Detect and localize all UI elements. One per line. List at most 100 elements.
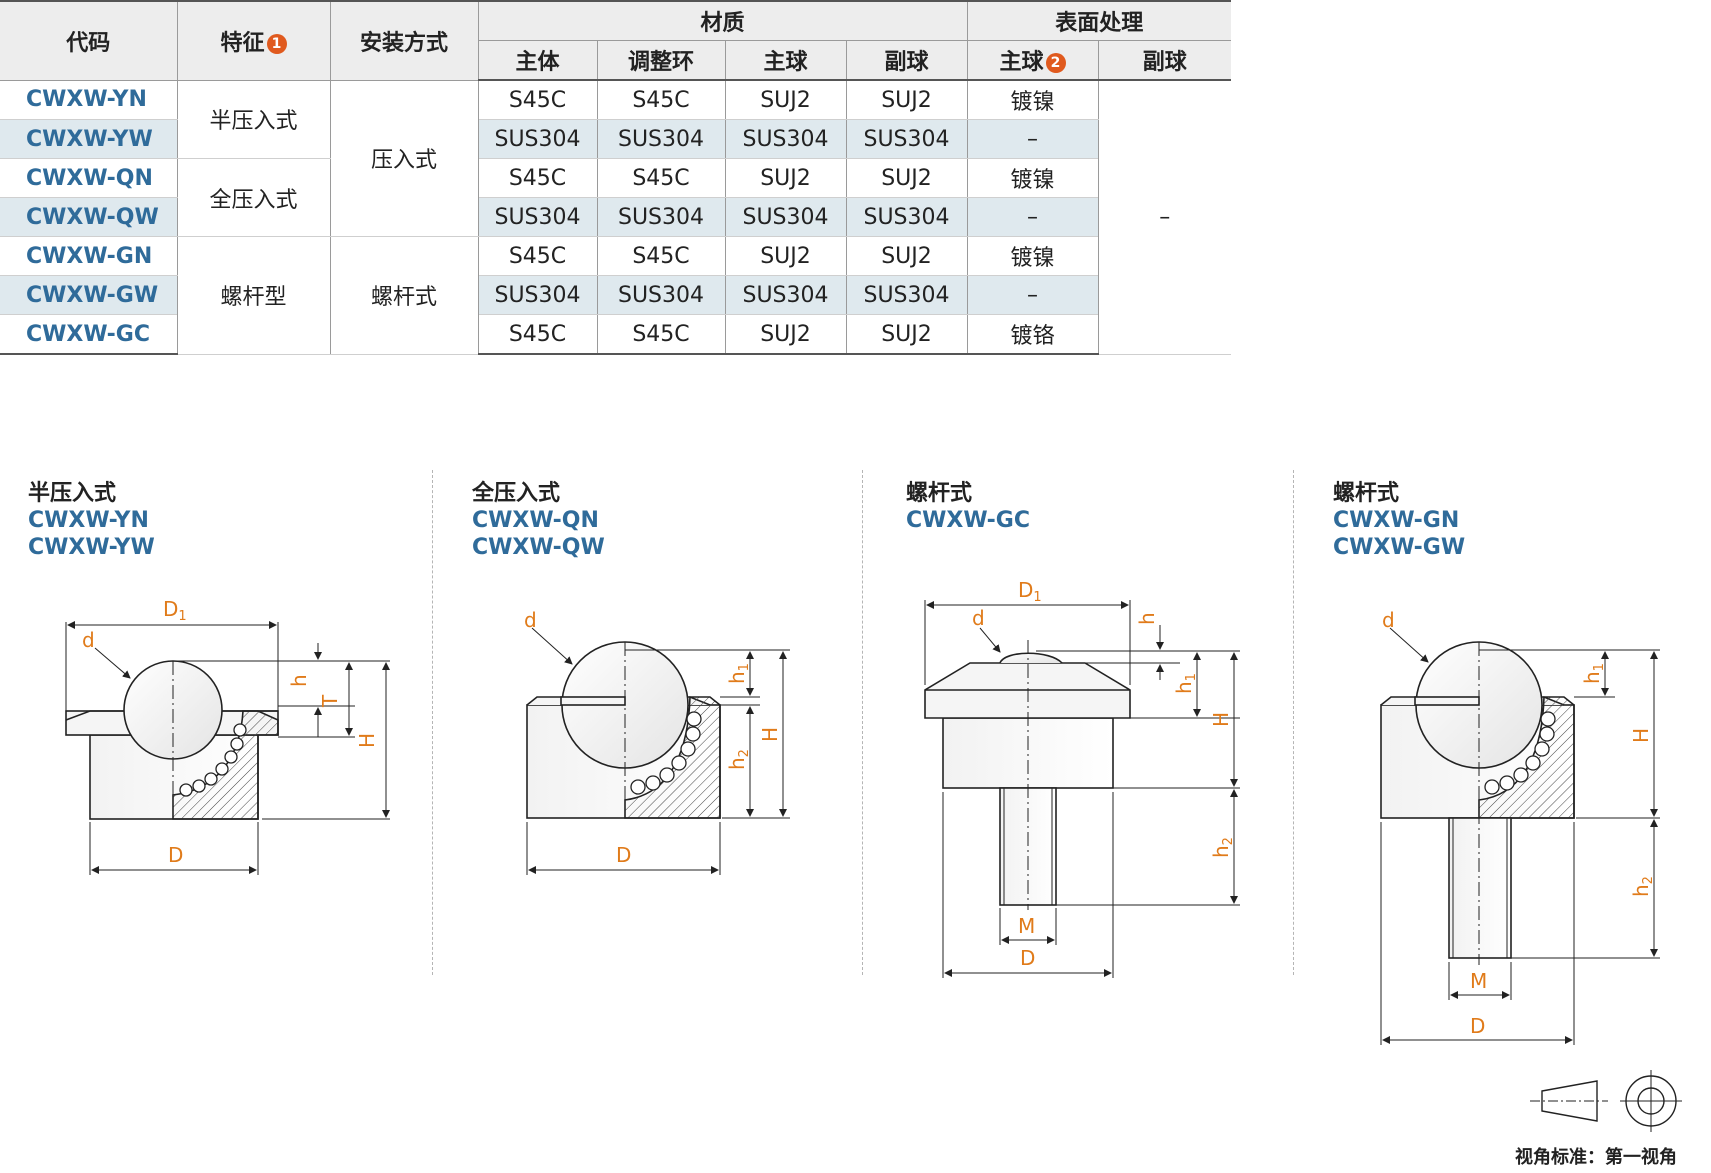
dim-D: D: [168, 843, 183, 867]
surface-cell: 镀铬: [966, 314, 1098, 355]
header-feature-label: 特征: [220, 30, 265, 56]
row-code: CWXW-YN: [0, 79, 178, 120]
main-ball-cell: SUS304: [724, 275, 847, 315]
body-cell: S45C: [477, 314, 598, 355]
surface-cell: 镀镍: [966, 158, 1098, 198]
row-code: CWXW-YW: [0, 119, 178, 159]
drawing-half-press: [65, 621, 390, 875]
dim-H: H: [758, 727, 782, 742]
header-material: 材质: [477, 0, 968, 41]
dim-H: H: [1209, 712, 1233, 727]
dim-h: h: [1135, 612, 1159, 625]
surface-cell: 镀镍: [966, 236, 1098, 276]
body-cell: SUS304: [477, 275, 598, 315]
dim-d: d: [1382, 608, 1395, 632]
sub-ball-cell: SUJ2: [845, 236, 968, 276]
dim-d: d: [524, 608, 537, 632]
table-row: CWXW-GW SUS304 SUS304 SUS304 SUS304 –: [0, 275, 1231, 315]
body-cell: SUS304: [477, 197, 598, 237]
body-cell: S45C: [477, 236, 598, 276]
mount-cell: 螺杆式: [329, 236, 479, 355]
drawing-code: CWXW-YW: [28, 535, 155, 560]
ring-cell: S45C: [596, 236, 726, 276]
header-main-ball: 主球: [724, 40, 847, 81]
sub-ball-cell: SUJ2: [845, 158, 968, 198]
dim-d: d: [82, 628, 95, 652]
drawing-code: CWXW-QN: [472, 508, 599, 533]
header-sub-ball: 副球: [845, 40, 968, 81]
main-ball-cell: SUS304: [724, 119, 847, 159]
sub-ball-cell: SUS304: [845, 119, 968, 159]
table-row: CWXW-YN 半压入式 压入式 S45C S45C SUJ2 SUJ2 镀镍 …: [0, 79, 1231, 355]
dim-D1: D1: [163, 597, 187, 624]
ring-cell: S45C: [596, 79, 726, 120]
table-row: CWXW-YW SUS304 SUS304 SUS304 SUS304 –: [0, 119, 1231, 159]
dim-D1: D1: [1018, 578, 1042, 605]
row-code: CWXW-GC: [0, 314, 178, 355]
body-cell: S45C: [477, 79, 598, 120]
ring-cell: SUS304: [596, 275, 726, 315]
dimension-labels-1: D1 d D h T H: [82, 597, 379, 867]
dim-H: H: [1629, 728, 1653, 743]
section-divider: [432, 470, 433, 975]
main-ball-cell: SUJ2: [724, 236, 847, 276]
surface-sub-cell: –: [1097, 79, 1231, 355]
dim-M: M: [1470, 969, 1487, 993]
drawing-code: CWXW-QW: [472, 535, 605, 560]
row-code: CWXW-QN: [0, 158, 178, 198]
main-ball-cell: SUS304: [724, 197, 847, 237]
dim-H: H: [355, 733, 379, 748]
dim-h: h: [287, 674, 311, 687]
dim-M: M: [1018, 914, 1035, 938]
dim-T: T: [318, 694, 342, 708]
drawing-full-press: [526, 627, 790, 875]
ring-cell: SUS304: [596, 197, 726, 237]
main-ball-cell: SUJ2: [724, 314, 847, 355]
drawing-code: CWXW-GC: [906, 508, 1030, 533]
surface-cell: –: [966, 275, 1098, 315]
dim-h1: h1: [1172, 673, 1199, 694]
section-divider: [1293, 470, 1294, 975]
dim-h2: h2: [1629, 876, 1656, 897]
dim-D: D: [1020, 946, 1035, 970]
dim-h1: h1: [725, 663, 752, 684]
header-surface-sub: 副球: [1097, 40, 1231, 81]
note-badge-2: 2: [1045, 53, 1066, 73]
header-ring: 调整环: [596, 40, 726, 81]
drawing-code: CWXW-YN: [28, 508, 149, 533]
body-cell: S45C: [477, 158, 598, 198]
dim-D: D: [616, 843, 631, 867]
feature-cell: 半压入式: [176, 79, 331, 159]
header-code: 代码: [0, 0, 178, 81]
table-row: CWXW-QN 全压入式 S45C S45C SUJ2 SUJ2 镀镍: [0, 158, 1231, 237]
surface-cell: –: [966, 119, 1098, 159]
row-code: CWXW-GN: [0, 236, 178, 276]
section-divider: [862, 470, 863, 975]
table-row: CWXW-QW SUS304 SUS304 SUS304 SUS304 –: [0, 197, 1231, 237]
table-row: CWXW-GC S45C S45C SUJ2 SUJ2 镀铬: [0, 314, 1231, 355]
sub-ball-cell: SUJ2: [845, 314, 968, 355]
ring-cell: SUS304: [596, 119, 726, 159]
dim-h1: h1: [1580, 663, 1607, 684]
dimension-labels-4: d M D h1 H h2: [1382, 608, 1656, 1038]
drawing-title-4: 螺杆式: [1333, 481, 1400, 506]
table-row: CWXW-GN 螺杆型 螺杆式 S45C S45C SUJ2 SUJ2 镀镍: [0, 236, 1231, 355]
drawing-stud-gc: [924, 600, 1240, 978]
feature-cell: 全压入式: [176, 158, 331, 237]
header-surface-main-label: 主球: [999, 50, 1044, 75]
drawing-title-1: 半压入式: [28, 481, 117, 506]
row-code: CWXW-QW: [0, 197, 178, 237]
note-badge-1: 1: [266, 33, 287, 54]
first-angle-projection-icon: [1530, 1070, 1682, 1132]
row-code: CWXW-GW: [0, 275, 178, 315]
header-body: 主体: [478, 40, 598, 81]
header-surface: 表面处理: [966, 0, 1231, 41]
sub-ball-cell: SUS304: [845, 275, 968, 315]
header-mount: 安装方式: [329, 0, 479, 81]
drawing-stud-gn: [1380, 627, 1660, 1045]
view-standard-caption: 视角标准：第一视角: [1515, 1147, 1677, 1168]
drawing-title-3: 螺杆式: [906, 481, 973, 506]
drawing-code: CWXW-GW: [1333, 535, 1466, 560]
